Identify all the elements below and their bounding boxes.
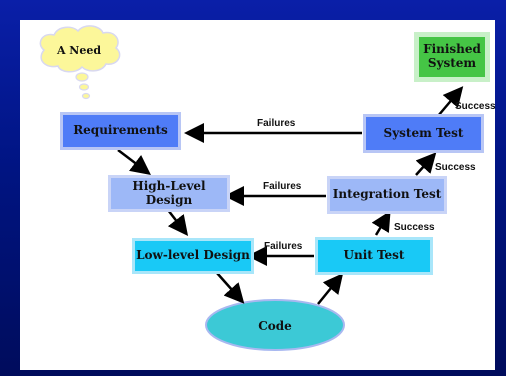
diagram-canvas: A Need Code Requirements High-Level Desi…: [20, 20, 496, 370]
thought-bubble-1: [75, 72, 89, 82]
arrow-code-to-unit: [317, 273, 344, 305]
diagram-svg: A Need Code: [39, 25, 464, 351]
requirements-box: Requirements: [60, 112, 181, 150]
arrow-unit-to-integration: [371, 210, 391, 236]
arrow-lld-to-code: [216, 272, 245, 304]
unit-test-box: Unit Test: [315, 237, 433, 275]
requirements-label: Requirements: [73, 123, 168, 138]
high-level-design-box: High-Level Design: [108, 175, 230, 212]
success-label-finished: Success: [455, 101, 496, 112]
integration-test-box: Integration Test: [327, 176, 447, 214]
success-label-integration: Success: [394, 222, 435, 233]
low-level-design-label: Low-level Design: [136, 248, 250, 263]
thought-bubble-3: [81, 92, 91, 100]
low-level-design-box: Low-level Design: [132, 238, 254, 274]
thought-bubble-2: [78, 83, 90, 91]
high-level-design-label: High-Level Design: [132, 178, 206, 207]
finished-system-label-line2: System: [427, 56, 477, 70]
unit-test-label: Unit Test: [343, 248, 405, 263]
failures-label-integration: Failures: [263, 181, 302, 192]
arrow-system-to-finished: [437, 86, 464, 117]
failures-label-system: Failures: [257, 118, 296, 129]
integration-test-label: Integration Test: [332, 187, 442, 202]
code-label: Code: [258, 319, 292, 333]
need-cloud: A Need: [39, 25, 121, 73]
finished-system-label-line1: Finished: [423, 42, 481, 57]
need-label: A Need: [56, 44, 101, 57]
code-node: Code: [205, 299, 345, 351]
success-label-system: Success: [435, 162, 476, 173]
system-test-box: System Test: [363, 114, 484, 153]
system-test-label: System Test: [383, 125, 464, 140]
arrow-integration-to-system: [415, 152, 437, 176]
failures-label-unit: Failures: [264, 241, 303, 252]
arrow-hld-to-lld: [167, 209, 189, 236]
arrow-req-to-hld: [117, 149, 151, 176]
finished-system-box: Finished System: [414, 32, 490, 82]
